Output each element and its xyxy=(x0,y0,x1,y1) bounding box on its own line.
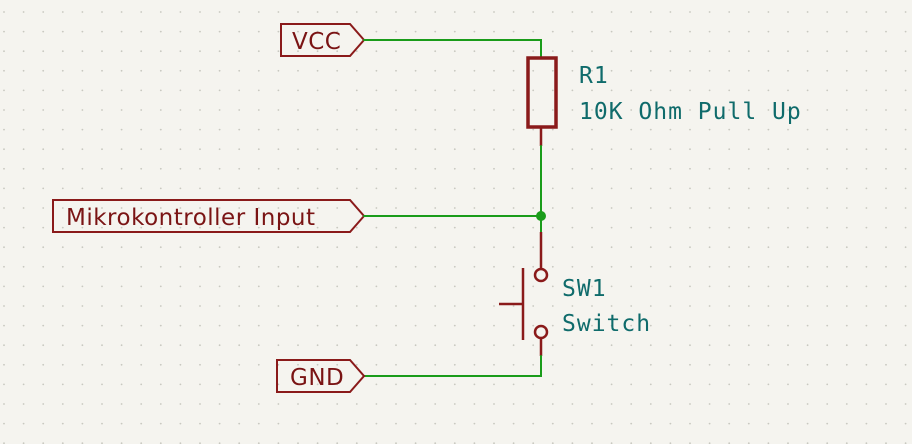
vcc-wire[interactable] xyxy=(363,39,542,58)
input-label-text: Mikrokontroller Input xyxy=(66,205,316,231)
gnd-global-label[interactable]: GND xyxy=(276,359,366,393)
switch-contact-top xyxy=(533,267,549,283)
switch-value: Switch xyxy=(562,311,651,337)
resistor-body xyxy=(526,56,558,129)
switch-contact-bottom xyxy=(533,324,549,340)
switch-sw1[interactable]: SW1 Switch xyxy=(499,232,651,356)
gnd-label-text: GND xyxy=(290,365,344,391)
background-dot-grid xyxy=(3,11,907,444)
vcc-global-label[interactable]: VCC xyxy=(280,23,366,57)
vcc-label-outline xyxy=(280,23,366,57)
gnd-wire[interactable] xyxy=(363,355,542,377)
switch-reference: SW1 xyxy=(562,276,607,302)
input-label-outline xyxy=(52,199,366,233)
gnd-label-outline xyxy=(276,359,366,393)
resistor-value: 10K Ohm Pull Up xyxy=(579,99,802,125)
vcc-label-text: VCC xyxy=(292,29,341,55)
resistor-r1[interactable]: R1 10K Ohm Pull Up xyxy=(526,56,802,146)
resistor-reference: R1 xyxy=(579,63,609,89)
input-global-label[interactable]: Mikrokontroller Input xyxy=(52,199,366,233)
